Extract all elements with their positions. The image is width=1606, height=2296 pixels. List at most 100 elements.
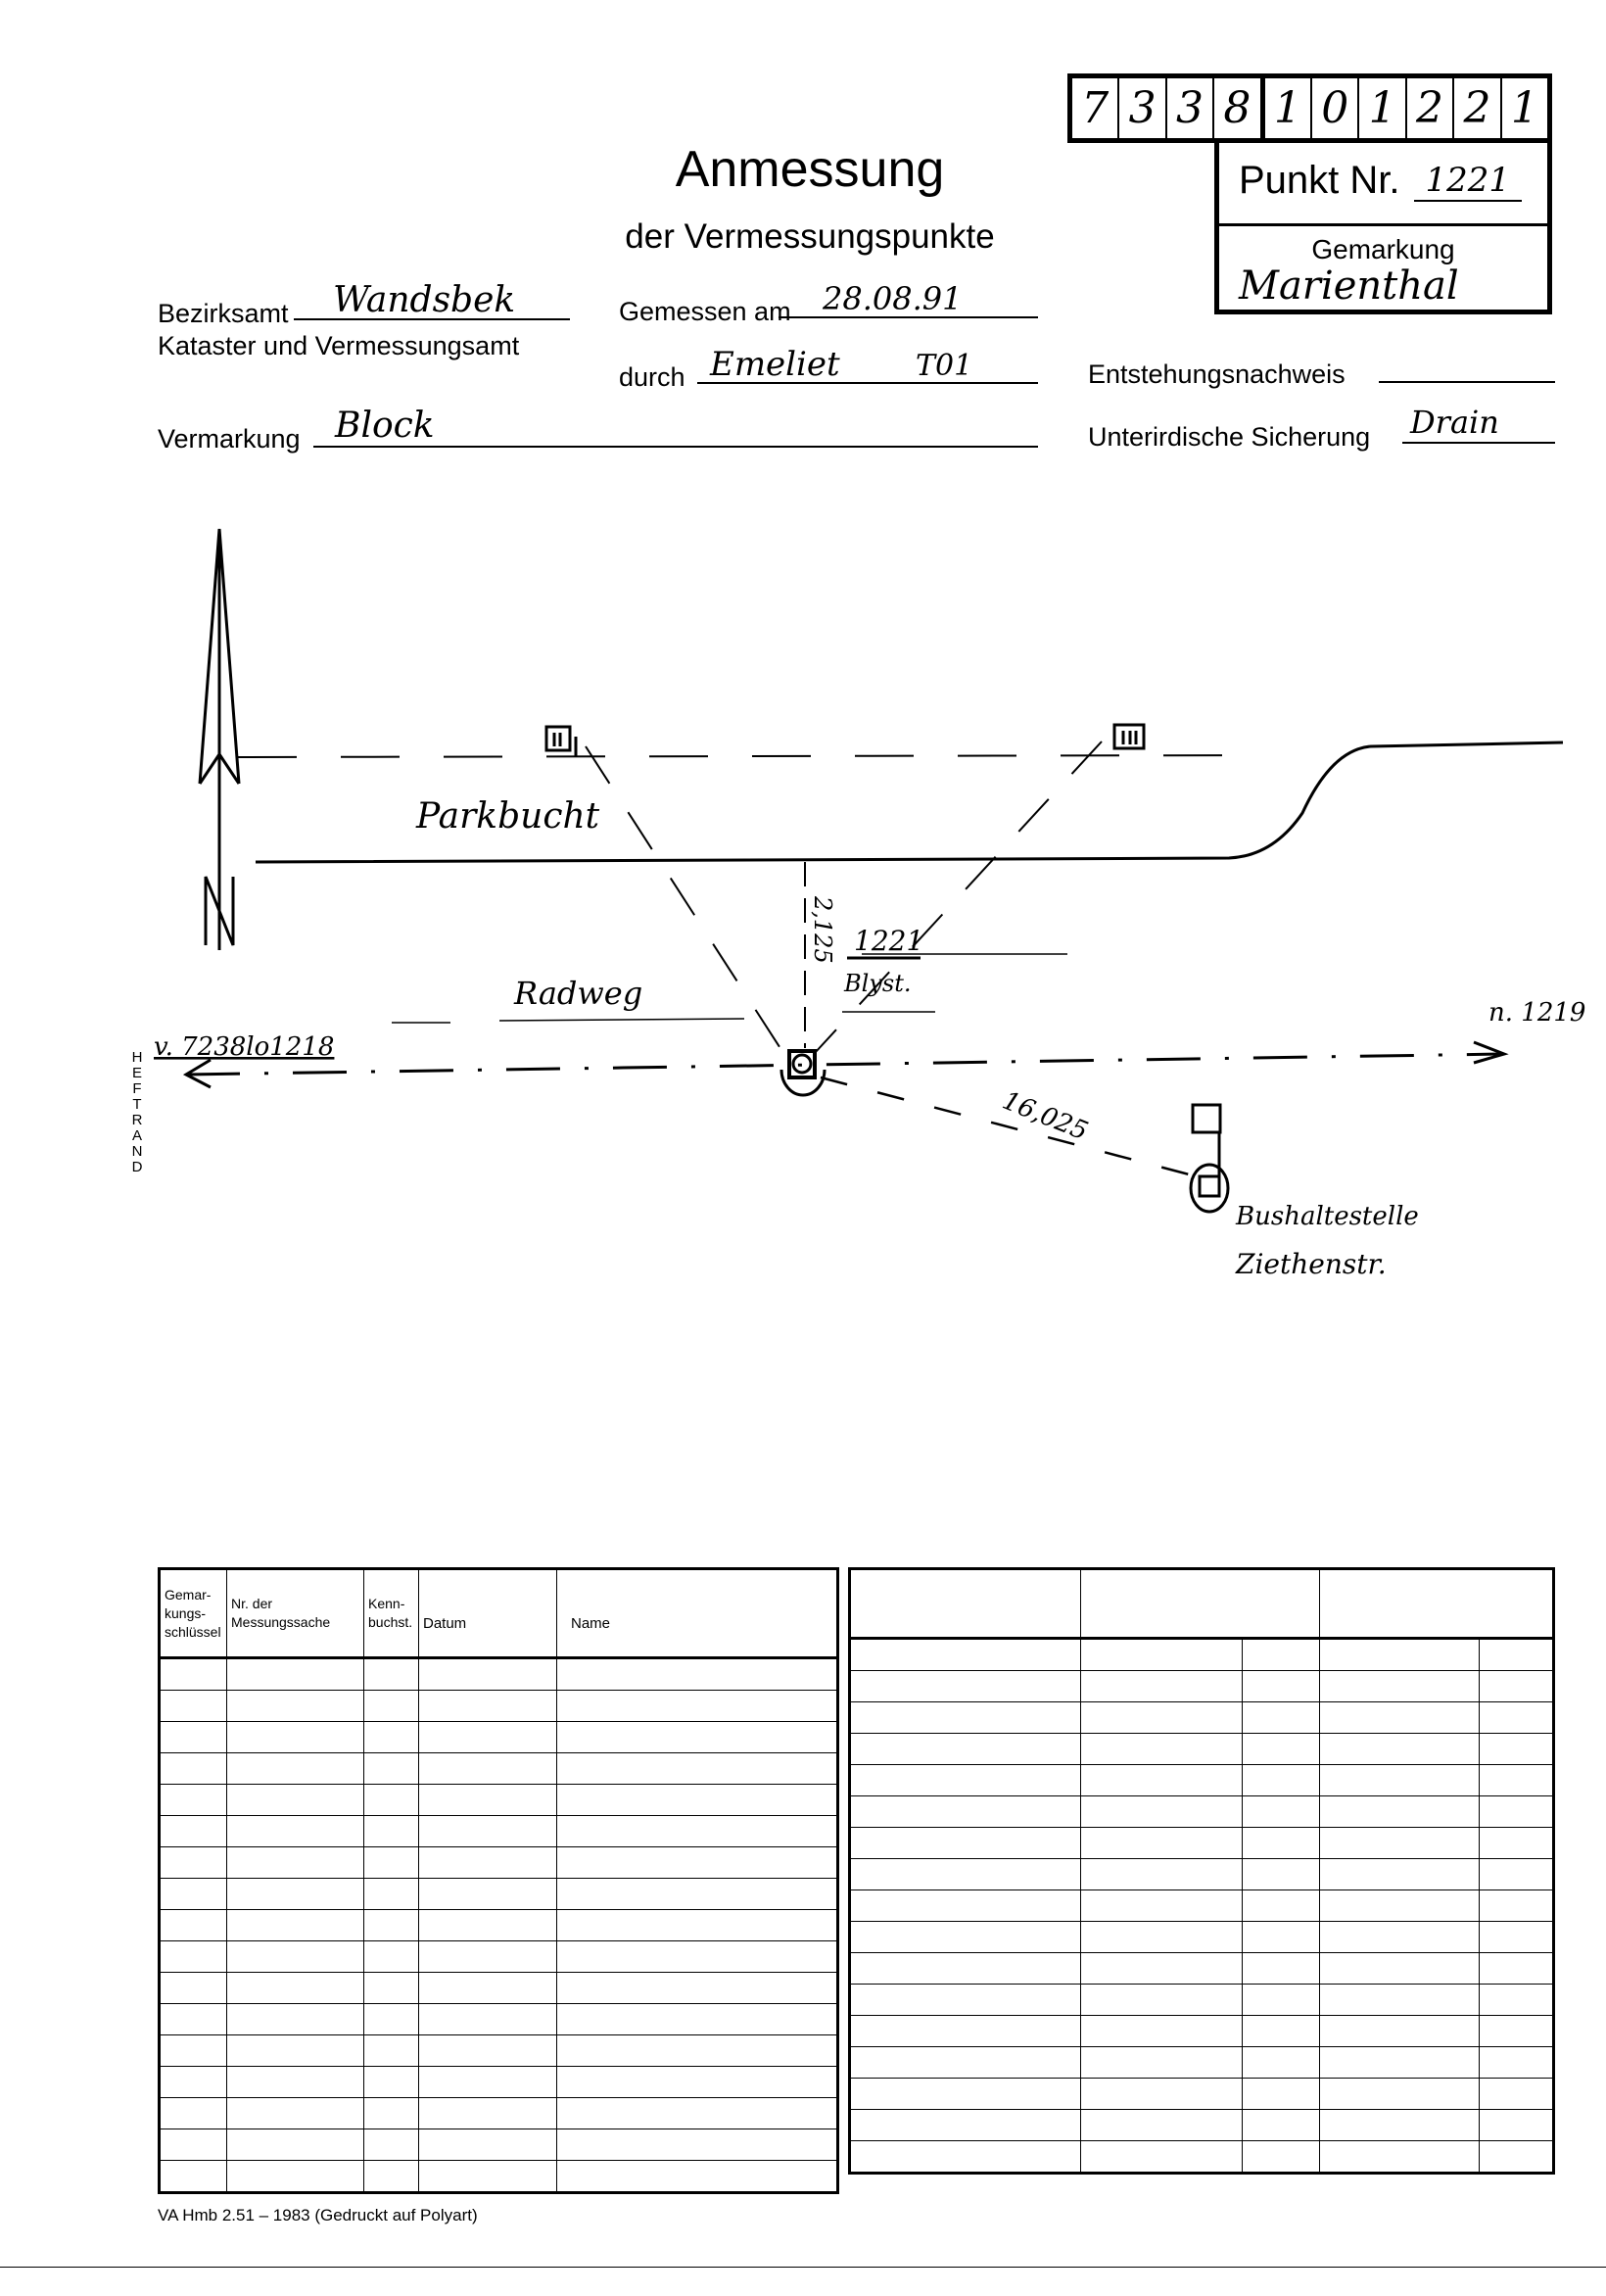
vermarkung-value[interactable]: Block [335, 406, 435, 446]
table-cell[interactable] [1242, 1889, 1320, 1922]
table-cell[interactable] [1479, 2140, 1554, 2174]
table-cell[interactable] [226, 1784, 364, 1816]
table-cell[interactable] [849, 1858, 1081, 1890]
table-cell[interactable] [1479, 2015, 1554, 2047]
table-cell[interactable] [363, 1657, 419, 1691]
table-cell[interactable] [1242, 2015, 1320, 2047]
table-cell[interactable] [1479, 2078, 1554, 2110]
table-cell[interactable] [1080, 1795, 1243, 1828]
table-cell[interactable] [226, 2097, 364, 2129]
table-cell[interactable] [226, 2066, 364, 2098]
table-cell[interactable] [159, 1878, 227, 1910]
table-cell[interactable] [159, 1940, 227, 1973]
table-cell[interactable] [226, 2129, 364, 2161]
entstehung-underline[interactable] [1379, 381, 1555, 383]
table-cell[interactable] [849, 1921, 1081, 1953]
table-cell[interactable] [418, 1752, 557, 1785]
table-cell[interactable] [226, 2034, 364, 2067]
table-cell[interactable] [226, 1846, 364, 1879]
table-cell[interactable] [418, 1972, 557, 2004]
table-cell[interactable] [556, 1846, 838, 1879]
table-cell[interactable] [1242, 1984, 1320, 2016]
table-cell[interactable] [849, 1889, 1081, 1922]
table-cell[interactable] [849, 1733, 1081, 1765]
table-cell[interactable] [363, 1940, 419, 1973]
table-cell[interactable] [1080, 2109, 1243, 2141]
table-cell[interactable] [556, 1940, 838, 1973]
table-cell[interactable] [159, 1657, 227, 1691]
table-cell[interactable] [159, 1846, 227, 1879]
table-cell[interactable] [1479, 1889, 1554, 1922]
table-cell[interactable] [1479, 1733, 1554, 1765]
table-cell[interactable] [1319, 1638, 1480, 1671]
table-cell[interactable] [1242, 1638, 1320, 1671]
table-cell[interactable] [363, 2129, 419, 2161]
bezirksamt-value[interactable]: Wandsbek [333, 280, 516, 320]
table-cell[interactable] [226, 1721, 364, 1753]
table-cell[interactable] [159, 1972, 227, 2004]
table-cell[interactable] [363, 1846, 419, 1879]
table-cell[interactable] [1080, 2078, 1243, 2110]
table-cell[interactable] [159, 2034, 227, 2067]
table-cell[interactable] [159, 1784, 227, 1816]
table-cell[interactable] [363, 1690, 419, 1722]
table-cell[interactable] [363, 2066, 419, 2098]
table-cell[interactable] [556, 2034, 838, 2067]
table-cell[interactable] [418, 2003, 557, 2035]
table-cell[interactable] [1479, 1795, 1554, 1828]
table-cell[interactable] [556, 1657, 838, 1691]
table-cell[interactable] [1080, 1670, 1243, 1702]
table-cell[interactable] [159, 1909, 227, 1941]
table-cell[interactable] [556, 2003, 838, 2035]
table-cell[interactable] [1319, 2046, 1480, 2079]
table-cell[interactable] [556, 1815, 838, 1847]
table-cell[interactable] [1080, 2046, 1243, 2079]
table-cell[interactable] [159, 2160, 227, 2193]
table-cell[interactable] [1319, 1921, 1480, 1953]
table-cell[interactable] [849, 1764, 1081, 1796]
table-cell[interactable] [1319, 1670, 1480, 1702]
table-cell[interactable] [418, 1657, 557, 1691]
table-cell[interactable] [159, 2129, 227, 2161]
table-cell[interactable] [418, 1721, 557, 1753]
table-cell[interactable] [1242, 2046, 1320, 2079]
table-cell[interactable] [418, 2160, 557, 2193]
table-cell[interactable] [418, 2097, 557, 2129]
table-cell[interactable] [418, 1878, 557, 1910]
table-cell[interactable] [1080, 1984, 1243, 2016]
table-cell[interactable] [849, 2109, 1081, 2141]
table-cell[interactable] [159, 1721, 227, 1753]
sicherung-value[interactable]: Drain [1410, 404, 1499, 441]
table-cell[interactable] [159, 1690, 227, 1722]
table-cell[interactable] [1319, 2078, 1480, 2110]
table-cell[interactable] [226, 1940, 364, 1973]
table-cell[interactable] [159, 1815, 227, 1847]
table-cell[interactable] [556, 2160, 838, 2193]
table-cell[interactable] [363, 1972, 419, 2004]
table-cell[interactable] [1242, 2109, 1320, 2141]
table-cell[interactable] [1319, 2015, 1480, 2047]
table-cell[interactable] [1080, 1952, 1243, 1985]
table-cell[interactable] [556, 1721, 838, 1753]
table-cell[interactable] [849, 1827, 1081, 1859]
table-cell[interactable] [1319, 1733, 1480, 1765]
table-cell[interactable] [363, 1784, 419, 1816]
table-cell[interactable] [418, 1846, 557, 1879]
table-cell[interactable] [1319, 2109, 1480, 2141]
table-cell[interactable] [1479, 1858, 1554, 1890]
table-cell[interactable] [1319, 1889, 1480, 1922]
table-cell[interactable] [556, 2097, 838, 2129]
table-cell[interactable] [1080, 1733, 1243, 1765]
table-cell[interactable] [556, 2066, 838, 2098]
table-cell[interactable] [849, 1670, 1081, 1702]
table-cell[interactable] [556, 1909, 838, 1941]
table-cell[interactable] [556, 1878, 838, 1910]
table-cell[interactable] [159, 2066, 227, 2098]
table-cell[interactable] [1319, 1984, 1480, 2016]
table-cell[interactable] [226, 1690, 364, 1722]
table-cell[interactable] [1479, 1827, 1554, 1859]
table-cell[interactable] [849, 1984, 1081, 2016]
table-cell[interactable] [849, 2046, 1081, 2079]
table-cell[interactable] [1242, 1670, 1320, 1702]
table-cell[interactable] [556, 2129, 838, 2161]
